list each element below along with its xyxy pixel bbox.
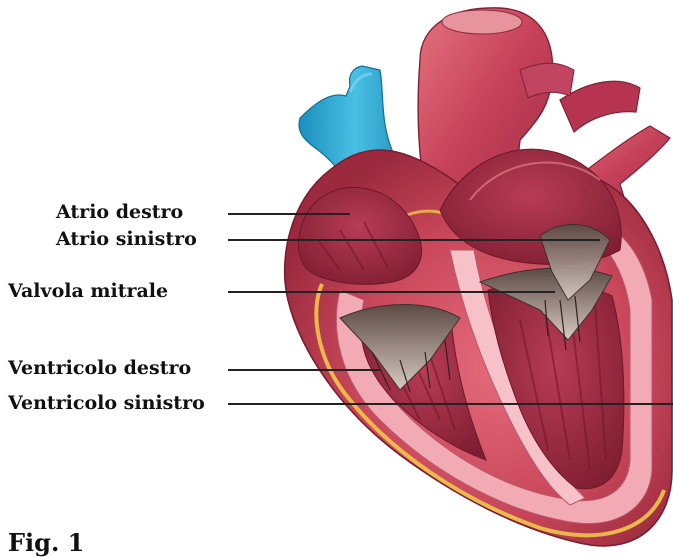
figure-caption: Fig. 1: [8, 531, 84, 555]
label-left-atrium: Atrio sinistro: [56, 230, 197, 249]
label-right-ventricle: Ventricolo destro: [8, 359, 191, 378]
label-mitral-valve: Valvola mitrale: [8, 282, 168, 301]
label-right-atrium: Atrio destro: [56, 203, 183, 222]
label-left-ventricle: Ventricolo sinistro: [8, 394, 205, 413]
